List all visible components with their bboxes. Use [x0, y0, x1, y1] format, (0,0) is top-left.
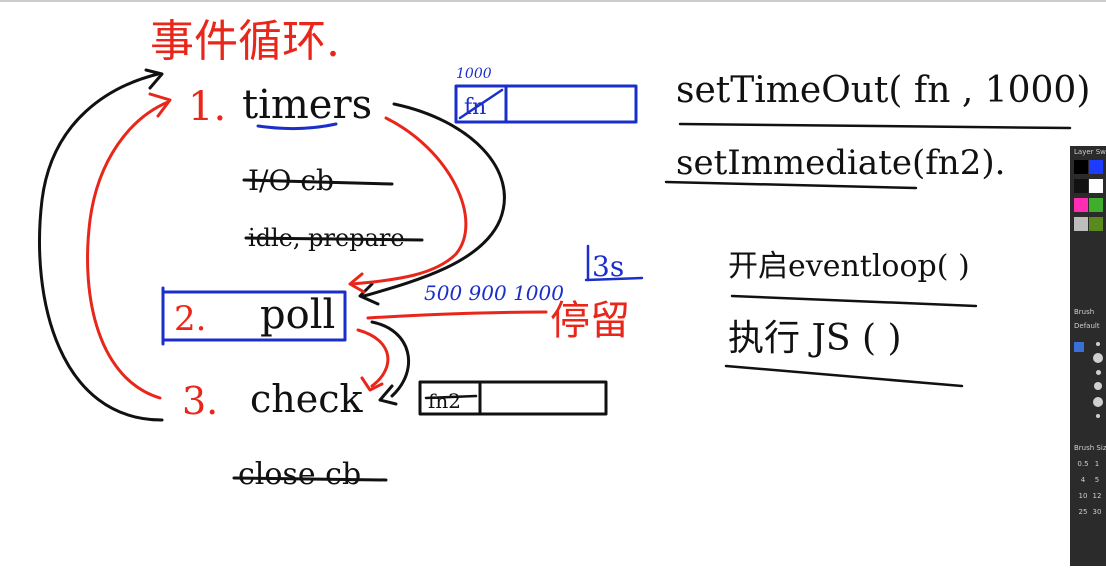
run-js-underline — [724, 364, 964, 388]
io-cb-strike — [242, 178, 394, 186]
timers-to-poll-red-arrow — [350, 116, 468, 286]
brush-tip-1[interactable] — [1096, 342, 1100, 346]
brush-size-item[interactable]: 12 — [1092, 492, 1102, 500]
color-swatches — [1074, 160, 1106, 236]
timer-box-strike — [458, 88, 504, 120]
poll-times: 500 900 1000 — [424, 281, 564, 305]
timers-to-poll-black-head — [358, 282, 380, 306]
brush-size-item[interactable]: 1 — [1094, 460, 1100, 468]
code-line-settimeout: setTimeOut( fn , 1000) — [676, 70, 1090, 111]
outer-loop-arrow — [38, 72, 164, 422]
timers-to-poll-red-head — [348, 272, 366, 294]
swatch-black[interactable] — [1074, 160, 1088, 174]
brush-size-item[interactable]: 0.5 — [1077, 460, 1089, 468]
brush-tip-6[interactable] — [1096, 414, 1100, 418]
brush-size-item[interactable]: 5 — [1094, 476, 1100, 484]
swatch-white[interactable] — [1089, 179, 1103, 193]
poll-to-check-black-head — [378, 384, 398, 406]
phase-poll-number: 2. — [174, 299, 206, 339]
poll-to-check-red-arrow — [356, 328, 390, 388]
swatch-green[interactable] — [1089, 198, 1103, 212]
poll-to-check-red-head — [360, 376, 384, 392]
brush-preset-selected[interactable] — [1074, 342, 1084, 352]
timer-queue-box — [454, 84, 638, 124]
brush-size-item[interactable]: 10 — [1078, 492, 1088, 500]
poll-duration: 3s — [592, 250, 624, 283]
duration-underline — [584, 276, 644, 282]
wait-arrow-line — [366, 310, 548, 320]
timers-underline — [256, 122, 338, 131]
phase-timers-label: timers — [242, 82, 372, 128]
brush-size-title: Brush Size — [1074, 444, 1106, 452]
phase-poll-label: poll — [260, 292, 335, 338]
swatch-gray[interactable] — [1074, 217, 1088, 231]
poll-to-check-black-arrow — [370, 320, 410, 398]
brush-tip-5[interactable] — [1093, 397, 1103, 407]
code-start-eventloop: 开启eventloop( ) — [728, 249, 970, 284]
check-box-strike — [424, 394, 478, 400]
code-line-setimmediate: setImmediate(fn2). — [676, 143, 1005, 183]
poll-wait-label: 停留 — [550, 298, 630, 344]
swatch-pink[interactable] — [1074, 198, 1088, 212]
brush-tip-2[interactable] — [1093, 353, 1103, 363]
brush-preset-folder[interactable]: Default — [1074, 322, 1100, 330]
code-run-js: 执行 JS ( ) — [728, 318, 902, 359]
check-queue-box — [418, 380, 608, 416]
timers-to-poll-black-arrow — [362, 102, 506, 298]
brush-section-title: Brush — [1074, 308, 1095, 316]
brush-size-item[interactable]: 4 — [1080, 476, 1086, 484]
phase-check-number: 3. — [182, 379, 218, 423]
swatch-olive[interactable] — [1089, 217, 1103, 231]
check-box-content: fn2 — [428, 389, 461, 413]
phase-close-cb: close cb — [238, 457, 361, 492]
start-loop-underline — [730, 294, 978, 308]
idle-prepare-strike — [244, 236, 424, 242]
brush-dots — [1090, 342, 1106, 425]
palette-tabs[interactable]: Layer Sw — [1074, 148, 1106, 156]
outer-loop-arrowhead — [144, 68, 164, 90]
brush-size-item[interactable]: 30 — [1092, 508, 1102, 516]
brush-tip-3[interactable] — [1095, 370, 1101, 375]
inner-loop-arrowhead — [148, 92, 172, 118]
phase-check-label: check — [250, 377, 364, 421]
inner-loop-arrow — [86, 100, 170, 400]
code-line-2-underline — [664, 180, 918, 190]
swatch-dark[interactable] — [1074, 179, 1088, 193]
brush-size-item[interactable]: 25 — [1078, 508, 1088, 516]
swatch-blue[interactable] — [1089, 160, 1103, 174]
brush-palette-panel: Layer Sw Brush Default Brush Size 0.5 1 4… — [1070, 146, 1106, 566]
code-line-1-underline — [678, 122, 1072, 130]
close-cb-strike — [232, 476, 388, 482]
brush-tip-4[interactable] — [1094, 382, 1102, 390]
timer-box-label: 1000 — [456, 66, 492, 82]
title-text: 事件循环. — [150, 16, 340, 67]
phase-timers-number: 1. — [188, 84, 226, 130]
